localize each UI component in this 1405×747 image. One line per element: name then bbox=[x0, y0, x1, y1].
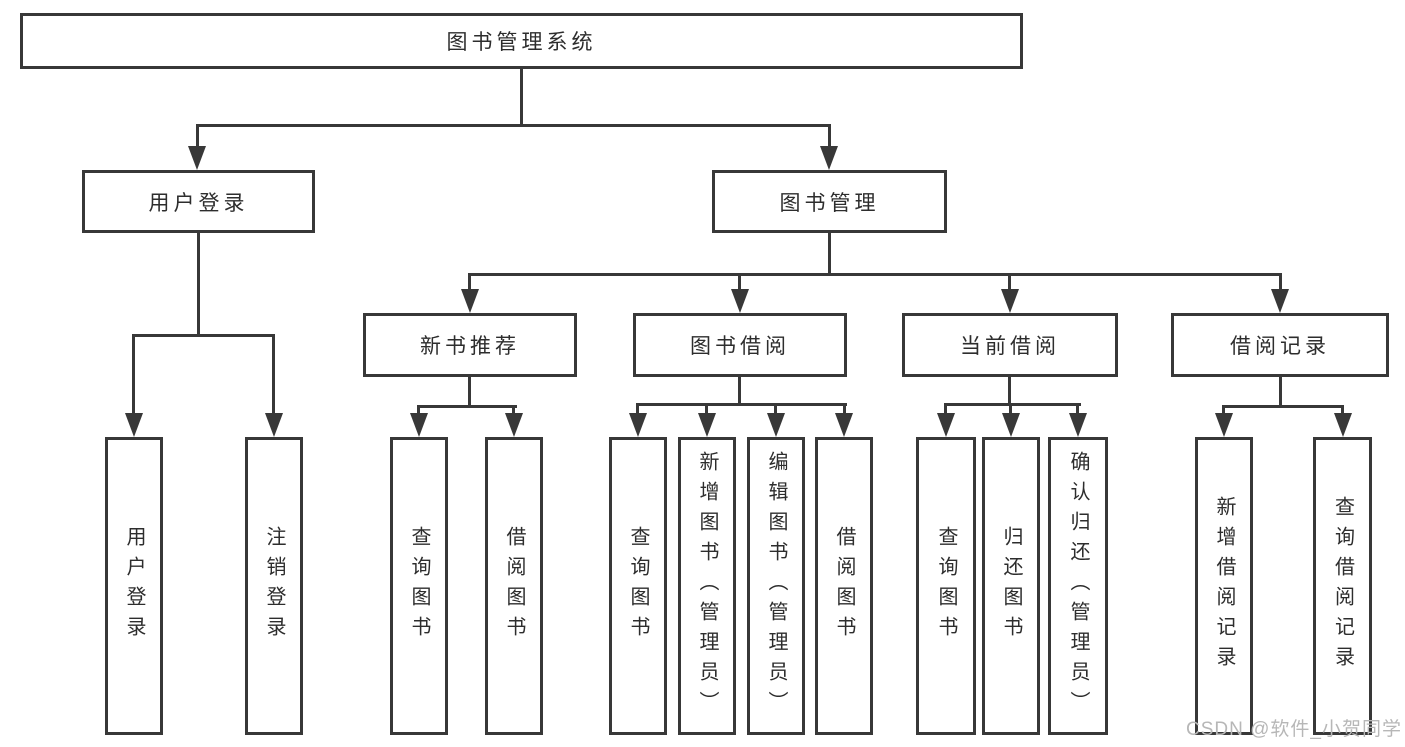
connector-line bbox=[944, 403, 1081, 406]
leaf-borrow-books-recommend: 借阅图书 bbox=[485, 437, 543, 735]
arrow-down-icon bbox=[461, 289, 479, 313]
leaf-label: 查询图书 bbox=[935, 526, 957, 646]
node-book-borrow: 图书借阅 bbox=[633, 313, 847, 377]
arrow-down-icon bbox=[731, 289, 749, 313]
arrow-down-icon bbox=[1002, 413, 1020, 437]
connector-line bbox=[944, 403, 947, 417]
connector-line bbox=[1279, 377, 1282, 408]
leaf-label: 用户登录 bbox=[123, 526, 145, 646]
arrow-down-icon bbox=[410, 413, 428, 437]
connector-line bbox=[1008, 273, 1011, 291]
arrow-down-icon bbox=[1271, 289, 1289, 313]
connector-line bbox=[1341, 405, 1344, 417]
leaf-label: 查询图书 bbox=[408, 526, 430, 646]
connector-line bbox=[520, 69, 523, 127]
arrow-down-icon bbox=[188, 146, 206, 170]
connector-line bbox=[738, 273, 741, 291]
connector-line bbox=[132, 334, 135, 416]
connector-line bbox=[828, 124, 831, 150]
leaf-query-borrow-record: 查询借阅记录 bbox=[1313, 437, 1372, 735]
arrow-down-icon bbox=[937, 413, 955, 437]
arrow-down-icon bbox=[835, 413, 853, 437]
leaf-user-login: 用户登录 bbox=[105, 437, 163, 735]
leaf-confirm-return-admin: 确认归还（管理员） bbox=[1048, 437, 1108, 735]
arrow-down-icon bbox=[767, 413, 785, 437]
connector-line bbox=[1222, 405, 1344, 408]
connector-line bbox=[1222, 405, 1225, 417]
connector-line bbox=[468, 273, 1282, 276]
leaf-label: 新增图书（管理员） bbox=[696, 451, 718, 721]
connector-line bbox=[1009, 403, 1012, 417]
arrow-down-icon bbox=[125, 413, 143, 437]
leaf-label: 确认归还（管理员） bbox=[1067, 451, 1089, 721]
arrow-down-icon bbox=[1069, 413, 1087, 437]
node-borrow-records: 借阅记录 bbox=[1171, 313, 1389, 377]
connector-line bbox=[197, 233, 200, 337]
leaf-label: 归还图书 bbox=[1000, 526, 1022, 646]
leaf-label: 新增借阅记录 bbox=[1213, 496, 1235, 676]
connector-line bbox=[1008, 377, 1011, 406]
leaf-query-books-borrow: 查询图书 bbox=[609, 437, 667, 735]
connector-line bbox=[1076, 403, 1079, 417]
node-current-borrow: 当前借阅 bbox=[902, 313, 1118, 377]
arrow-down-icon bbox=[1334, 413, 1352, 437]
node-book-management: 图书管理 bbox=[712, 170, 947, 233]
connector-line bbox=[774, 403, 777, 417]
leaf-add-book-admin: 新增图书（管理员） bbox=[678, 437, 736, 735]
connector-line bbox=[468, 377, 471, 408]
leaf-return-book: 归还图书 bbox=[982, 437, 1040, 735]
connector-line bbox=[196, 124, 831, 127]
connector-line bbox=[636, 403, 847, 406]
leaf-label: 借阅图书 bbox=[833, 526, 855, 646]
leaf-label: 借阅图书 bbox=[503, 526, 525, 646]
connector-line bbox=[1279, 273, 1282, 291]
node-root: 图书管理系统 bbox=[20, 13, 1023, 69]
connector-line bbox=[468, 273, 471, 291]
node-new-book-recommend: 新书推荐 bbox=[363, 313, 577, 377]
connector-line bbox=[705, 403, 708, 417]
connector-line bbox=[738, 377, 741, 406]
leaf-query-books-recommend: 查询图书 bbox=[390, 437, 448, 735]
leaf-label: 注销登录 bbox=[263, 526, 285, 646]
connector-line bbox=[417, 405, 420, 417]
arrow-down-icon bbox=[698, 413, 716, 437]
leaf-label: 编辑图书（管理员） bbox=[765, 451, 787, 721]
connector-line bbox=[843, 403, 846, 417]
leaf-query-books-current: 查询图书 bbox=[916, 437, 976, 735]
leaf-label: 查询借阅记录 bbox=[1331, 496, 1354, 676]
arrow-down-icon bbox=[1001, 289, 1019, 313]
csdn-watermark: CSDN @软件_小贺同学 bbox=[1186, 719, 1402, 740]
arrow-down-icon bbox=[1215, 413, 1233, 437]
connector-line bbox=[272, 334, 275, 416]
arrow-down-icon bbox=[265, 413, 283, 437]
leaf-edit-book-admin: 编辑图书（管理员） bbox=[747, 437, 805, 735]
arrow-down-icon bbox=[505, 413, 523, 437]
leaf-logout: 注销登录 bbox=[245, 437, 303, 735]
node-user-login: 用户登录 bbox=[82, 170, 315, 233]
arrow-down-icon bbox=[820, 146, 838, 170]
arrow-down-icon bbox=[629, 413, 647, 437]
connector-line bbox=[512, 405, 515, 417]
leaf-add-borrow-record: 新增借阅记录 bbox=[1195, 437, 1253, 735]
connector-line bbox=[196, 124, 199, 150]
connector-line bbox=[417, 405, 517, 408]
connector-line bbox=[636, 403, 639, 417]
leaf-borrow-books: 借阅图书 bbox=[815, 437, 873, 735]
connector-line bbox=[828, 233, 831, 276]
connector-line bbox=[132, 334, 275, 337]
leaf-label: 查询图书 bbox=[627, 526, 649, 646]
